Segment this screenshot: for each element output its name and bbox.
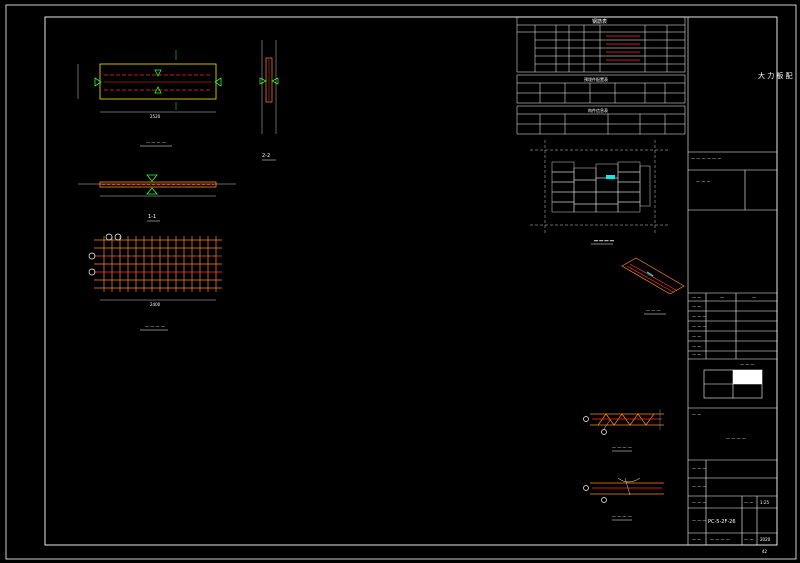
- svg-text:— — — —: — — — —: [594, 238, 614, 243]
- section-2-2: [259, 40, 279, 161]
- member-table-title: 构件信息表: [588, 107, 608, 113]
- key-plan-caption: — — — —: [591, 238, 614, 245]
- date-value: 2020: [760, 537, 771, 542]
- key-plan: [530, 140, 670, 235]
- svg-text:— — —: — — —: [692, 484, 707, 489]
- isometric-view: — — —: [621, 257, 685, 315]
- svg-text:— — —: — — —: [696, 179, 711, 184]
- drawing-number: PC-5-2F-26: [708, 519, 736, 525]
- rebar-table-title: 钢筋表: [592, 18, 607, 25]
- svg-text:— —: — —: [692, 344, 701, 349]
- inner-frame: [44, 16, 778, 546]
- section-1-1: [78, 174, 236, 222]
- section-2-2-label: 2-2: [262, 153, 270, 159]
- key-plan-highlight: [606, 175, 615, 179]
- rebar-table: [516, 16, 686, 73]
- svg-text:— — —: — — —: [740, 362, 755, 367]
- svg-text:— — —: — — —: [692, 500, 707, 505]
- svg-text:— —: — —: [692, 295, 701, 300]
- reinforcement-plan: [88, 233, 222, 331]
- top-view: [77, 50, 222, 147]
- title-block: [687, 17, 777, 545]
- embed-table: [516, 74, 686, 104]
- svg-text:— — —: — — —: [692, 466, 707, 471]
- outer-frame: [5, 4, 797, 560]
- svg-text:— —: — —: [692, 304, 701, 309]
- svg-text:— — —: — — —: [692, 314, 707, 319]
- svg-text:— — —: — — —: [692, 518, 707, 523]
- svg-text:— — — —: — — — —: [145, 324, 165, 329]
- member-table: [516, 105, 686, 135]
- locator-filled-cell: [733, 370, 762, 384]
- svg-text:— — — —: — — — —: [710, 537, 730, 542]
- section-1-1-label: 1-1: [148, 214, 156, 220]
- svg-text:— —: — —: [692, 352, 701, 357]
- page-label: 42: [762, 549, 768, 554]
- svg-text:— — — —: — — — —: [612, 514, 632, 519]
- scale-value: 1:25: [760, 500, 769, 505]
- svg-text:— — — —: — — — —: [612, 445, 632, 450]
- svg-text:—: —: [720, 295, 724, 300]
- svg-text:— — — —: — — — —: [726, 436, 746, 441]
- truss-detail-2: [583, 477, 664, 521]
- top-view-dimension: 2520: [150, 114, 161, 119]
- svg-text:— —: — —: [744, 537, 753, 542]
- svg-text:—: —: [752, 295, 756, 300]
- svg-text:— —: — —: [744, 500, 753, 505]
- svg-text:— —: — —: [692, 412, 701, 417]
- project-name-text: 大 力 板 配: [758, 71, 793, 80]
- title-block-text: 大 力 板 配 — — — — — — — — — — — — — — — — …: [691, 71, 793, 554]
- svg-text:— —: — —: [692, 334, 701, 339]
- svg-text:— — —: — — —: [692, 324, 707, 329]
- embed-table-title: 预埋件配置表: [584, 76, 608, 82]
- plan-dimension: 2400: [150, 302, 161, 307]
- svg-text:— — — —: — — — —: [146, 140, 166, 145]
- svg-text:— — — — — —: — — — — — —: [691, 156, 721, 161]
- svg-text:— —: — —: [692, 537, 701, 542]
- truss-detail-1: [583, 409, 664, 452]
- svg-text:— — —: — — —: [646, 308, 661, 313]
- rebar-table-marks: [606, 35, 640, 61]
